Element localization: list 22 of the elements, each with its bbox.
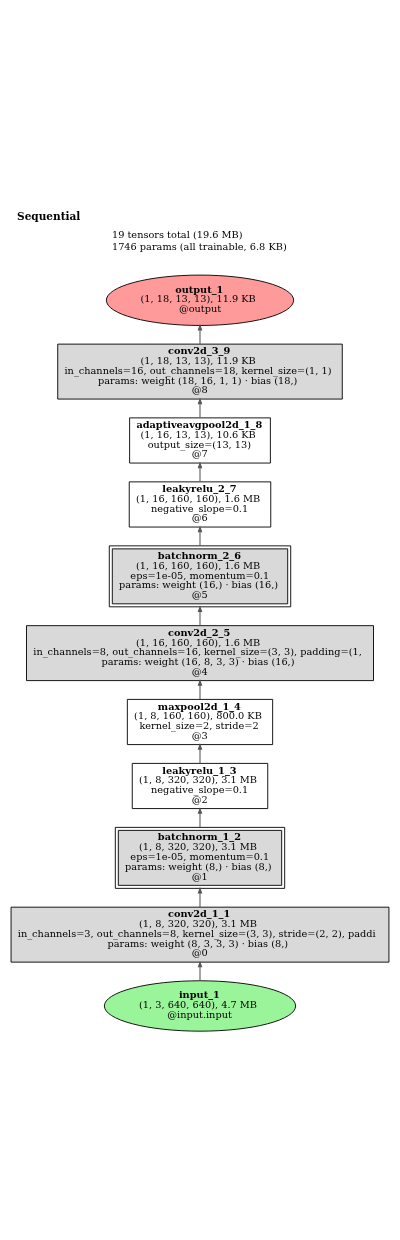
arrow	[197, 886, 203, 908]
arrow	[197, 679, 203, 700]
node-box: leakyrelu_1_3 (1, 8, 320, 320), 3.1 MB negative_slope=0.1 @2	[131, 762, 269, 810]
node-box: maxpool2d_1_4 (1, 8, 160, 160), 800.0 KB kernel_size=2, stride=2 @3	[126, 698, 274, 746]
arrow	[197, 461, 203, 483]
label: 1746 params (all trainable, 6.8 KB)	[111, 240, 287, 252]
node-box: conv2d_3_9 (1, 18, 13, 13), 11.9 KB in_channels=16, out_channels=18, kernel_size=(1, 1) params: weight (18, 16, 1, 1) · bias (18,) @8	[57, 343, 343, 400]
label: 19 tensors total (19.6 MB)	[111, 228, 243, 240]
arrow	[197, 807, 203, 828]
arrow	[197, 525, 203, 547]
node-box: leakyrelu_2_7 (1, 16, 160, 160), 1.6 MB negative_slope=0.1 @6	[128, 481, 272, 528]
arrow	[197, 323, 203, 345]
node-box: adaptiveavgpool2d_1_8 (1, 16, 13, 13), 10.6 KB output_size=(13, 13) @7	[129, 417, 271, 464]
node-box: conv2d_1_1 (1, 8, 320, 320), 3.1 MB in_channels=3, out_channels=8, kernel_size=(3, 3), stride=(2, 2), paddi params: weight (8, 3, 3, 3) · bias (8,) @0	[10, 906, 390, 963]
node-ellipse: output_1 (1, 18, 13, 13), 11.9 KB @output	[105, 274, 295, 326]
diagram-title: Sequential	[17, 209, 81, 222]
node-box: conv2d_2_5 (1, 16, 160, 160), 1.6 MB in_channels=8, out_channels=16, kernel_size=(3, 3), padding=(1, params: weight (16, 8, 3, 3) · bias (16,) @4	[26, 625, 374, 682]
arrow	[197, 397, 203, 419]
arrow	[197, 605, 203, 627]
arrow	[197, 960, 203, 982]
arrow	[197, 743, 203, 764]
node-ellipse: input_1 (1, 3, 640, 640), 4.7 MB @input.input	[103, 980, 297, 1032]
